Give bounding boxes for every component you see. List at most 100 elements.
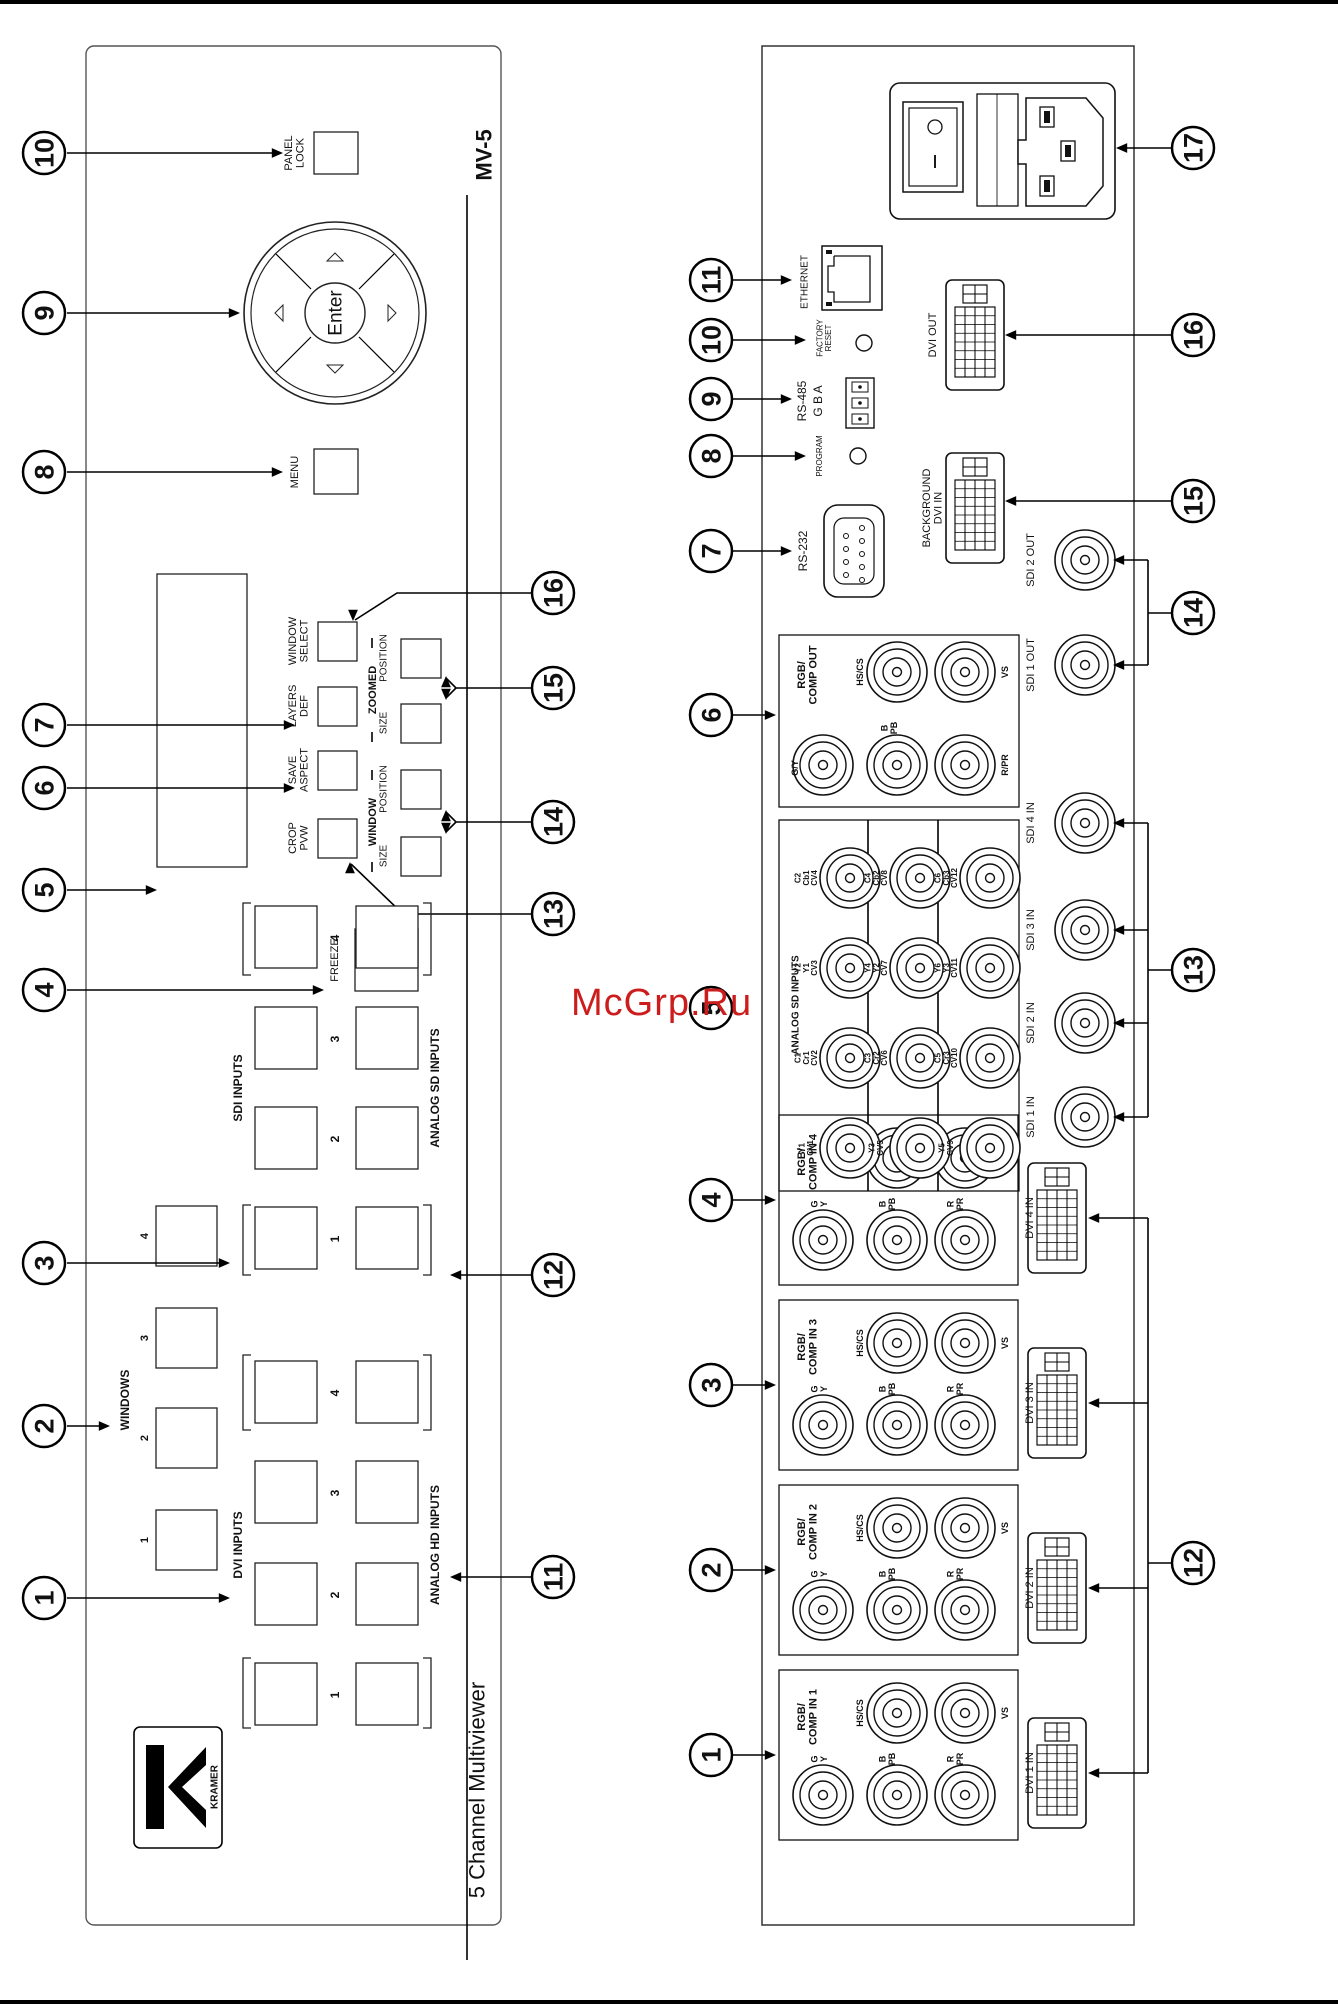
sdi-in-arrow-4: [1113, 818, 1125, 828]
rgb-group-2-title: RGB/: [796, 1518, 808, 1546]
rgb-group-3-dvi-label-group: DVI 3 IN: [1024, 1382, 1036, 1424]
arrow-layers-def: [283, 720, 295, 730]
rgb-group-1-label-hscs-group: HS/CS: [855, 1699, 865, 1727]
background-dvi-label: DVI IN: [933, 492, 945, 524]
sd-label-0-2: Y2: [793, 963, 802, 973]
freeze-label: FREEZE: [329, 938, 341, 981]
joystick-divider-3: [275, 336, 312, 373]
rgb-out-bnc-gy-pin: [817, 759, 829, 771]
menu-button: [313, 448, 359, 495]
sd-label-1-0: CV5: [876, 1140, 885, 1156]
sdi-in-label-2-group: SDI 2 IN: [1025, 1002, 1037, 1044]
sd-bnc-2-0-pin: [984, 1142, 996, 1154]
fuse-holder: [976, 93, 1019, 207]
background-dvi-callout-arrow: [1005, 496, 1017, 506]
arrow-window-select: [348, 609, 358, 621]
sd-bnc-0-2-pin: [844, 962, 856, 974]
sdi-out-bnc-1-pin: [1079, 659, 1091, 671]
rgb-group-4-bnc-r-pin: [959, 1234, 971, 1246]
menu-label-group: MENU: [289, 456, 301, 488]
ethernet-jack: [821, 245, 883, 311]
window-number-1-group: 1: [139, 1537, 151, 1543]
rgb-group-2-bnc-b-pin: [891, 1604, 903, 1616]
dvi-callout-number-group: 12: [1178, 1548, 1208, 1578]
window-number-3-group: 3: [139, 1335, 151, 1341]
program-callout-arrow: [794, 451, 806, 461]
input-number-2-group: 2: [328, 1591, 342, 1598]
rs232-pin-b-0: [859, 525, 865, 531]
dvi-inputs-label-group: DVI INPUTS: [231, 1511, 245, 1578]
analog-sd-inputs-label: ANALOG SD INPUTS: [428, 1028, 442, 1147]
zoomed-group-label: ZOOMED: [367, 666, 379, 714]
analog-hd-inputs-label: ANALOG HD INPUTS: [428, 1485, 442, 1605]
ethernet-led-2: [826, 302, 832, 306]
callout-analog-sd-number-group: 12: [538, 1260, 568, 1290]
rgb-group-2-callout-number: 2: [696, 1562, 726, 1577]
sdi-in-label-4-group: SDI 4 IN: [1025, 802, 1037, 844]
arrow-analog-sd: [450, 1270, 462, 1280]
crop-pvw-label: CROP: [287, 822, 299, 854]
rgb-group-4-callout-number: 4: [696, 1192, 726, 1207]
sdi-in-label-3: SDI 3 IN: [1025, 909, 1037, 951]
callout-panel-lock-circle: [21, 130, 67, 176]
sdi-out-label-1: SDI 1 OUT: [1025, 638, 1037, 692]
model-name: MV-5: [472, 129, 497, 180]
sd-label-0-3: Cb1: [802, 870, 811, 886]
lower-input-button-1: [355, 1662, 419, 1726]
ethernet-led-1: [826, 250, 832, 254]
rgb-out-bnc-hscs-pin: [891, 666, 903, 678]
callout-windows-number-group: 2: [29, 1418, 59, 1433]
sd-label-0-0: CV1: [806, 1140, 815, 1156]
rs485-label-group: RS-485: [795, 380, 809, 421]
sd-label-0-2: Y1: [802, 963, 811, 973]
panel-lock-label: PANEL: [283, 135, 295, 170]
product-name: 5 Channel Multiviewer: [465, 1682, 490, 1898]
sdi-in-label-4: SDI 4 IN: [1025, 802, 1037, 844]
sd-bnc-1-1-pin: [914, 1052, 926, 1064]
hd-bracket-b: [423, 1354, 432, 1431]
rs232-pin-a-2: [843, 559, 849, 565]
rgb-group-2-label-hscs: HS/CS: [855, 1514, 865, 1542]
sdi-out-bnc-2-pin: [1079, 554, 1091, 566]
sdi-in-arrow-2: [1113, 1018, 1125, 1028]
factory-reset-callout-number: 10: [696, 325, 726, 355]
callout-sdi-inputs-circle: [21, 1240, 67, 1286]
window-position-label: POSITION: [379, 765, 390, 813]
arrow-freeze: [312, 985, 324, 995]
factory-reset-label: RESET: [824, 325, 833, 352]
rgb-group-4-callout-arrow: [764, 1195, 776, 1205]
rgb-group-1-bnc-g-pin: [817, 1789, 829, 1801]
rgb-group-2-frame: [778, 1484, 1019, 1656]
callout-save-aspect-number: 6: [29, 780, 59, 795]
rgb-group-4-title: RGB/: [796, 1148, 808, 1176]
rgb-out-label-b: PB: [889, 721, 899, 734]
rs232-pin-b-4: [859, 577, 865, 583]
upper-input-button-2: [254, 1562, 318, 1626]
program-button: [849, 447, 867, 465]
input-number-2: 2: [328, 1591, 342, 1598]
rgb-group-2-bnc-hscs-pin: [891, 1522, 903, 1534]
rgb-group-1-label-hscs: HS/CS: [855, 1699, 865, 1727]
sd-label-1-3: CV8: [880, 870, 889, 886]
crop-pvw-label: PVW: [299, 825, 311, 851]
sdi-inputs-label: SDI INPUTS: [231, 1054, 245, 1121]
rgb-group-2-bnc-r-pin: [959, 1604, 971, 1616]
rgb-out-callout-number-group: 6: [696, 707, 726, 722]
callout-display-number: 5: [29, 882, 59, 897]
upper-input-button-3: [254, 1460, 318, 1524]
layers-def-button: [317, 686, 358, 727]
rs485-callout-arrow: [780, 394, 792, 404]
rgb-group-3-label-bpb: PB: [887, 1382, 897, 1395]
rgb-group-2-label-rpr: R: [945, 1570, 955, 1577]
kramer-logo-k: [168, 1747, 206, 1828]
rgb-group-2-label-gy: G: [809, 1570, 819, 1577]
rgb-group-1-label-bpb: PB: [887, 1752, 897, 1765]
sdi-inputs-label-group: SDI INPUTS: [231, 1054, 245, 1121]
rgb-group-3-label-bpb: B: [877, 1385, 887, 1392]
sdi-in-label-1: SDI 1 IN: [1025, 1096, 1037, 1138]
